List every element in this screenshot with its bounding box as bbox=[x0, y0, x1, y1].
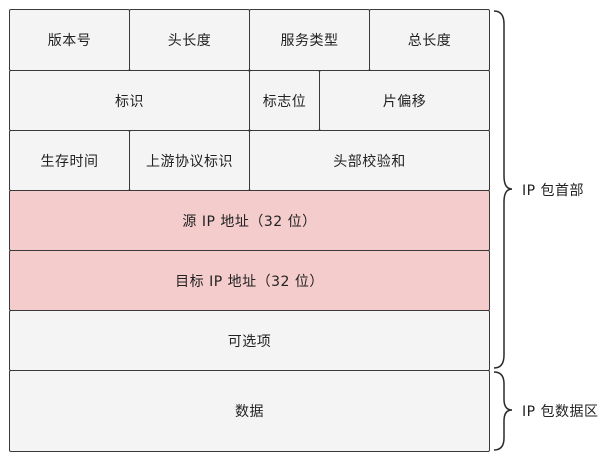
field-header-checksum-label: 头部校验和 bbox=[333, 153, 406, 170]
field-service-type: 服务类型 bbox=[249, 9, 370, 71]
field-total-length-label: 总长度 bbox=[407, 33, 452, 49]
field-protocol-label: 上游协议标识 bbox=[146, 153, 233, 170]
field-source-ip: 源 IP 地址（32 位） bbox=[9, 190, 490, 251]
field-version: 版本号 bbox=[9, 9, 130, 71]
field-version-label: 版本号 bbox=[47, 33, 92, 49]
field-protocol: 上游协议标识 bbox=[129, 130, 250, 191]
field-ttl: 生存时间 bbox=[9, 130, 130, 191]
field-header-length-label: 头长度 bbox=[167, 33, 212, 49]
header-brace-label: IP 包首部 bbox=[522, 183, 585, 199]
data-brace-icon bbox=[493, 371, 513, 451]
field-header-checksum: 头部校验和 bbox=[249, 130, 490, 191]
field-service-type-label: 服务类型 bbox=[280, 33, 339, 49]
field-dest-ip: 目标 IP 地址（32 位） bbox=[9, 250, 490, 311]
field-source-ip-label: 源 IP 地址（32 位） bbox=[182, 213, 317, 230]
data-area: 数据 bbox=[9, 370, 490, 452]
data-area-label: 数据 bbox=[235, 404, 264, 420]
header-brace-icon bbox=[493, 10, 513, 369]
field-identification-label: 标识 bbox=[115, 93, 144, 110]
field-ttl-label: 生存时间 bbox=[40, 153, 99, 170]
field-identification: 标识 bbox=[9, 70, 250, 131]
field-fragment-offset-label: 片偏移 bbox=[382, 93, 427, 110]
field-fragment-offset: 片偏移 bbox=[319, 70, 490, 131]
field-options: 可选项 bbox=[9, 310, 490, 371]
field-flags-label: 标志位 bbox=[262, 93, 307, 110]
field-dest-ip-label: 目标 IP 地址（32 位） bbox=[175, 273, 324, 290]
field-options-label: 可选项 bbox=[227, 333, 272, 350]
data-brace-label: IP 包数据区 bbox=[522, 404, 599, 420]
